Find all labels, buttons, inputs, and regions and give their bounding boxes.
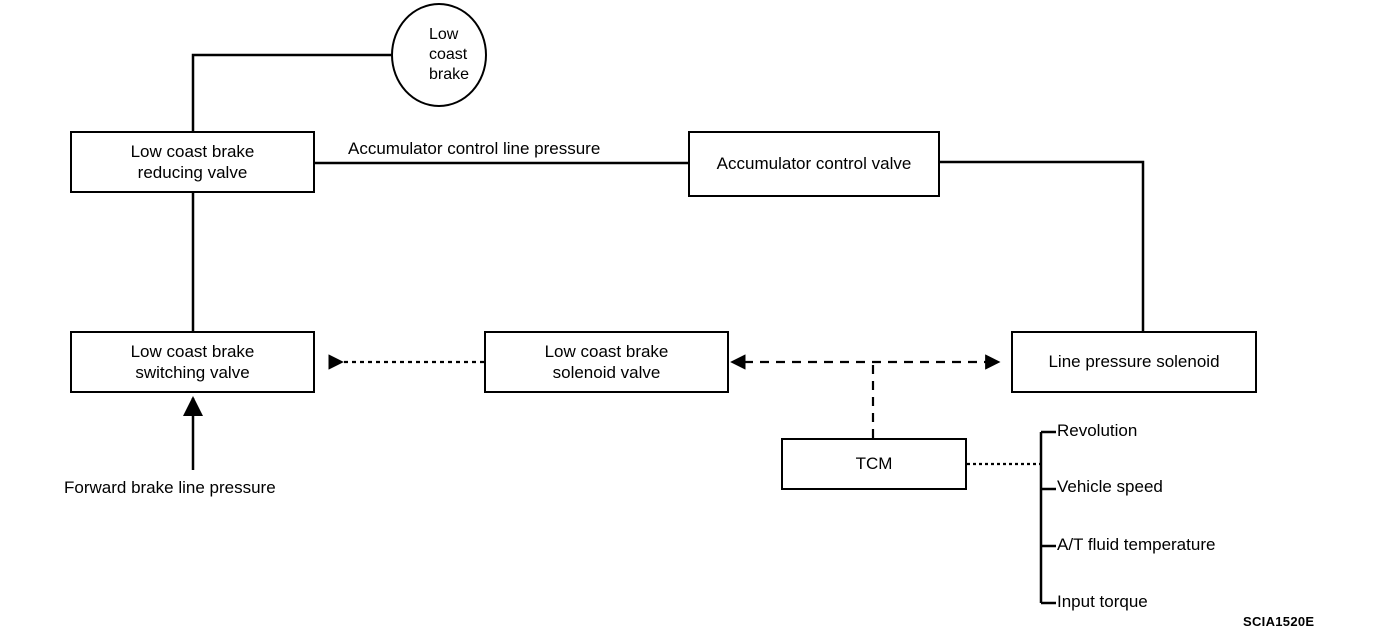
circle-line-2: brake <box>429 66 470 83</box>
line-pressure-solenoid-label: Line pressure solenoid <box>1048 352 1220 372</box>
node-line-pressure-solenoid[interactable]: Line pressure solenoid <box>1011 331 1257 393</box>
figure-id-label: SCIA1520E <box>1243 614 1315 629</box>
tcm-label: TCM <box>855 454 893 474</box>
node-low-coast-brake-reducing-valve[interactable]: Low coast brake reducing valve <box>70 131 315 193</box>
node-low-coast-brake-circle-text: Low coast brake <box>393 25 485 85</box>
label-accumulator-control-line-pressure: Accumulator control line pressure <box>348 139 601 158</box>
node-tcm[interactable]: TCM <box>781 438 967 490</box>
accumulator-control-valve-label: Accumulator control valve <box>716 154 912 174</box>
node-low-coast-brake-switching-valve[interactable]: Low coast brake switching valve <box>70 331 315 393</box>
node-accumulator-control-valve[interactable]: Accumulator control valve <box>688 131 940 197</box>
tcm-input-label-input-torque: Input torque <box>1057 592 1148 611</box>
solenoid-valve-line-1: Low coast brake <box>544 341 669 361</box>
label-forward-brake-line-pressure: Forward brake line pressure <box>64 478 276 497</box>
circle-line-1: Low coast <box>429 26 468 63</box>
connector-circle-to-reducing-valve <box>191 53 391 131</box>
reducing-valve-line-1: Low coast brake <box>130 141 255 161</box>
reducing-valve-line-2: reducing valve <box>137 163 248 182</box>
connector-accumulator-to-line-pressure-solenoid <box>940 160 1145 331</box>
tcm-input-label-vehicle-speed: Vehicle speed <box>1057 477 1163 496</box>
switching-valve-line-2: switching valve <box>135 363 250 382</box>
tcm-input-label-at-fluid-temperature: A/T fluid temperature <box>1057 535 1216 554</box>
solenoid-valve-line-2: solenoid valve <box>552 363 661 382</box>
node-low-coast-brake-circle[interactable]: Low coast brake <box>391 3 487 107</box>
switching-valve-line-1: Low coast brake <box>130 341 255 361</box>
node-low-coast-brake-solenoid-valve[interactable]: Low coast brake solenoid valve <box>484 331 729 393</box>
tcm-input-label-revolution: Revolution <box>1057 421 1138 440</box>
